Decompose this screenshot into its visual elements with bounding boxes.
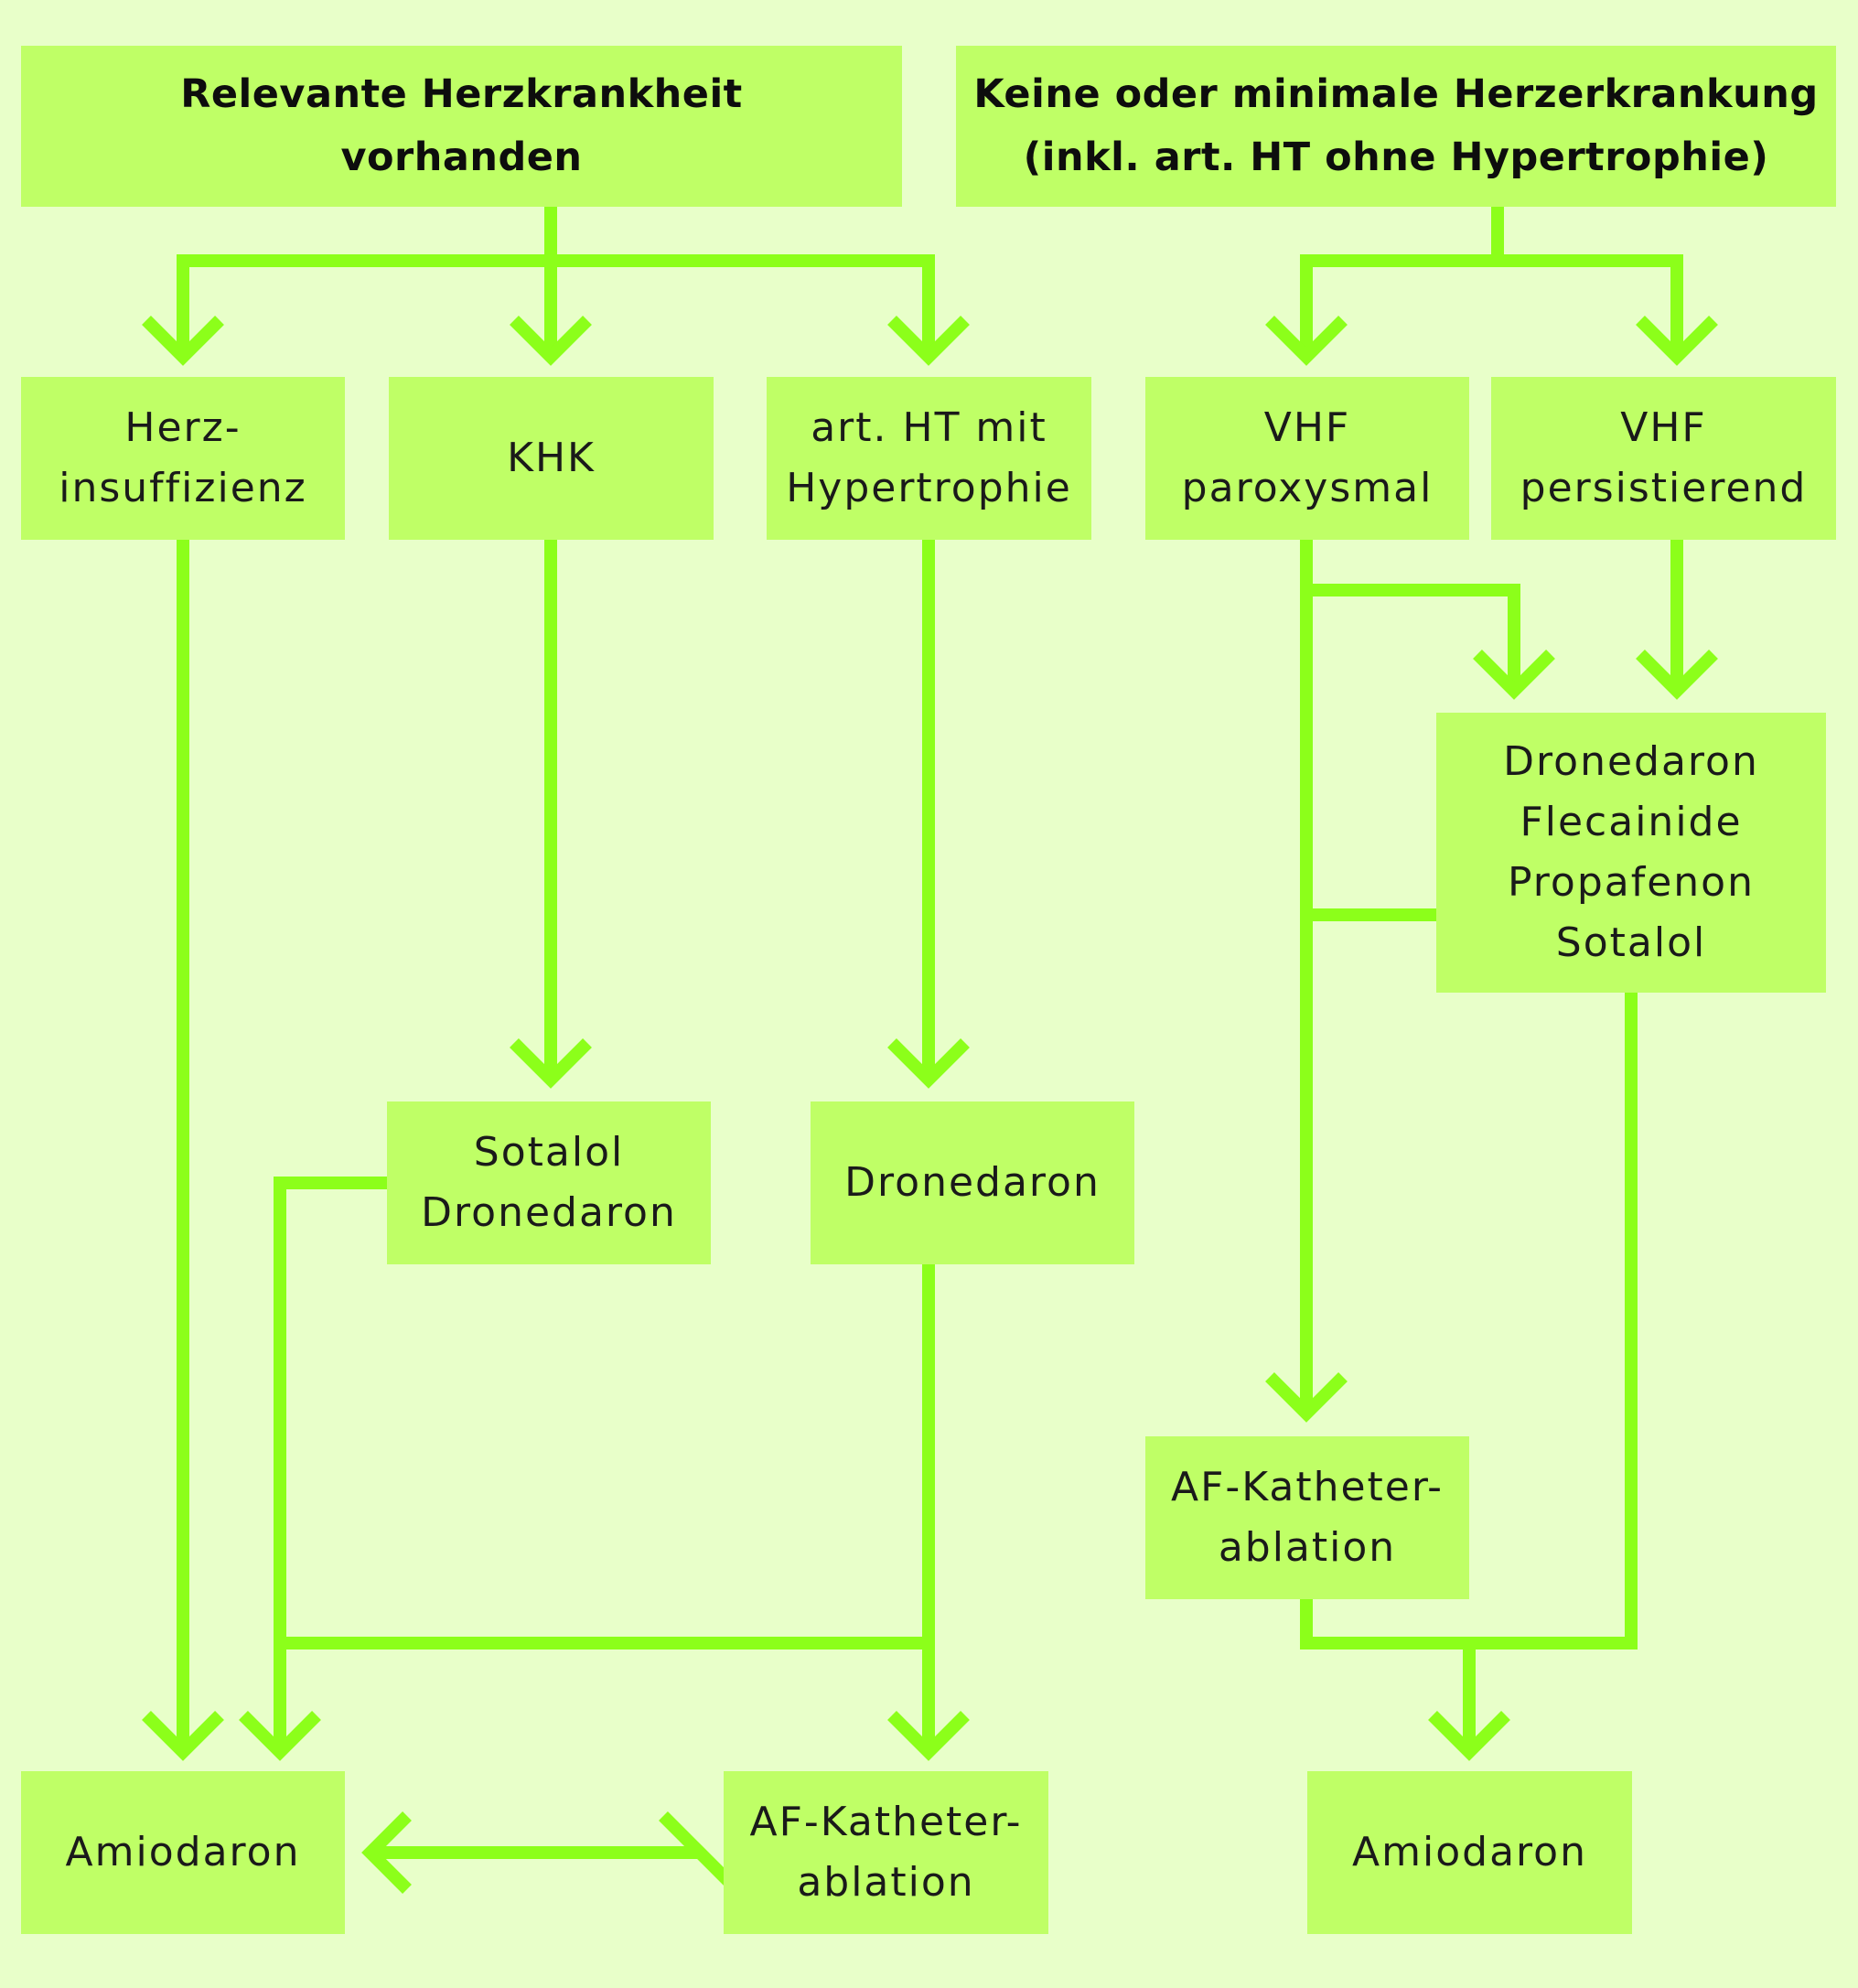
header-right-line1: Keine oder minimale Herzerkrankung: [973, 71, 1819, 117]
sotalol-label: Sotalol: [473, 1129, 625, 1176]
antiarrhythmic-flecainide: Flecainide: [1520, 799, 1743, 845]
antiarrhythmic-sotalol: Sotalol: [1555, 919, 1707, 966]
header-right-line2: (inkl. art. HT ohne Hypertrophie): [1023, 134, 1769, 180]
herzinsuffizienz-line2: insuffizienz: [59, 465, 307, 511]
dronedaron-label: Dronedaron: [421, 1189, 677, 1236]
arrowhead-khk: [510, 316, 592, 366]
box-ablation-left: AF-Katheter- ablation: [724, 1771, 1048, 1934]
box-vhf-paroxysmal: VHF paroxysmal: [1145, 377, 1469, 540]
arrowhead-amiodaron-from-herzinsuffizienz: [142, 1711, 224, 1761]
ablation-right-line2: ablation: [1218, 1524, 1397, 1571]
arrowhead-double-left: [361, 1811, 412, 1894]
vhf-paroxysmal-line1: VHF: [1263, 404, 1351, 451]
arrowhead-antiarrhythmics-from-persistierend: [1636, 650, 1718, 700]
connector-sotalol-to-amiodaron: [274, 1177, 387, 1743]
khk-label: KHK: [507, 435, 596, 481]
arrowhead-ablation-right: [1265, 1372, 1348, 1423]
header-relevant-heart-disease: Relevante Herzkrankheit vorhanden: [21, 46, 902, 207]
arrowhead-art-ht: [887, 316, 970, 366]
arrowhead-amiodaron-from-sotalol: [239, 1711, 321, 1761]
box-amiodaron-left: Amiodaron: [21, 1771, 345, 1934]
header-no-or-minimal-heart-disease: Keine oder minimale Herzerkrankung (inkl…: [956, 46, 1836, 207]
vhf-persistierend-line2: persistierend: [1520, 465, 1808, 511]
box-antiarrhythmics: Dronedaron Flecainide Propafenon Sotalol: [1436, 713, 1826, 993]
box-herzinsuffizienz: Herz- insuffizienz: [21, 377, 345, 540]
arrowhead-dronedaron: [887, 1038, 970, 1089]
connector-paroxysmal-to-antiarrhythmics: [1306, 584, 1520, 682]
box-vhf-persistierend: VHF persistierend: [1491, 377, 1836, 540]
antiarrhythmic-dronedaron: Dronedaron: [1503, 738, 1759, 785]
vhf-persistierend-line1: VHF: [1620, 404, 1707, 451]
box-ablation-right: AF-Katheter- ablation: [1145, 1436, 1469, 1599]
herzinsuffizienz-line1: Herz-: [124, 404, 242, 451]
box-amiodaron-right: Amiodaron: [1307, 1771, 1632, 1934]
connector-right-branch: [1300, 254, 1683, 348]
ablation-left-line1: AF-Katheter-: [749, 1799, 1023, 1845]
art-ht-line1: art. HT mit: [811, 404, 1047, 451]
arrowhead-sotalol-dronedaron: [510, 1038, 592, 1089]
arrowhead-vhf-persistierend: [1636, 316, 1718, 366]
box-art-ht-hypertrophie: art. HT mit Hypertrophie: [767, 377, 1091, 540]
arrowhead-antiarrhythmics-from-paroxysmal: [1473, 650, 1555, 700]
box-sotalol-dronedaron: Sotalol Dronedaron: [387, 1101, 711, 1264]
antiarrhythmic-propafenon: Propafenon: [1508, 859, 1755, 906]
arrowhead-ablation-left: [887, 1711, 970, 1761]
header-left-line2: vorhanden: [340, 134, 583, 180]
box-dronedaron: Dronedaron: [811, 1101, 1134, 1264]
ablation-left-line2: ablation: [797, 1859, 975, 1906]
amiodaron-left-label: Amiodaron: [65, 1829, 301, 1875]
arrowhead-herzinsuffizienz: [142, 316, 224, 366]
amiodaron-right-label: Amiodaron: [1352, 1829, 1587, 1875]
box-khk: KHK: [389, 377, 714, 540]
arrowhead-amiodaron-right: [1428, 1711, 1510, 1761]
ablation-right-line1: AF-Katheter-: [1170, 1464, 1444, 1510]
art-ht-line2: Hypertrophie: [786, 465, 1072, 511]
dronedaron-only-label: Dronedaron: [844, 1159, 1101, 1206]
header-left-line1: Relevante Herzkrankheit: [180, 71, 743, 117]
vhf-paroxysmal-line2: paroxysmal: [1181, 465, 1434, 511]
arrowhead-vhf-paroxysmal: [1265, 316, 1348, 366]
